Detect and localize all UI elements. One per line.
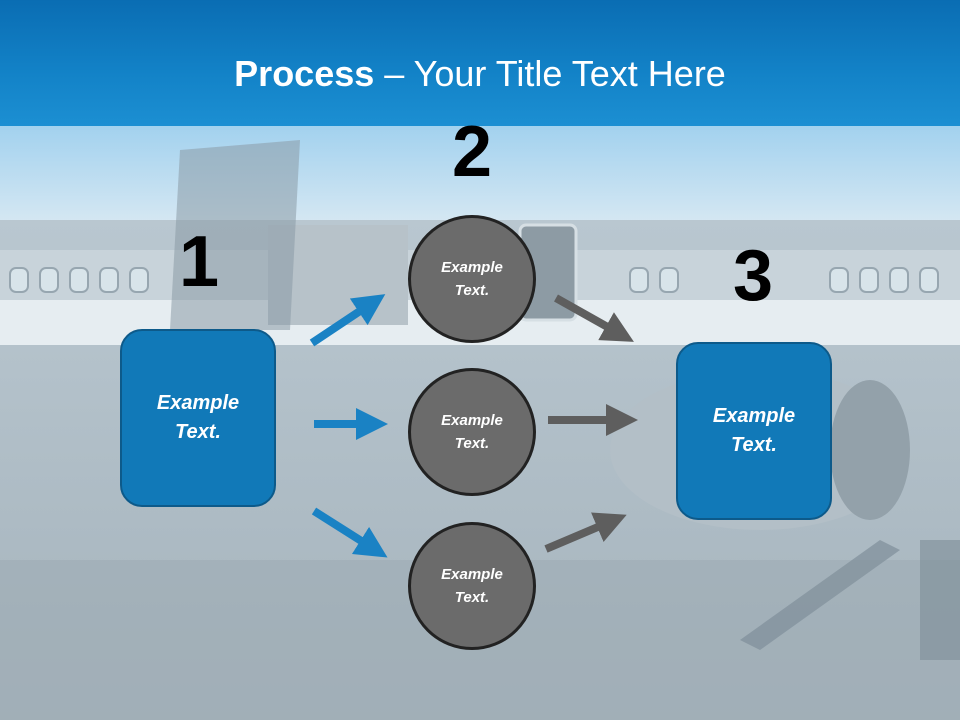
arrow-blue-up — [309, 294, 386, 347]
title-band — [0, 0, 960, 126]
step-1-box: Example Text. — [120, 329, 276, 507]
arrow-blue-down — [311, 507, 388, 558]
slide-title: Process – Your Title Text Here — [0, 52, 960, 96]
step-2-circle-middle: Example Text. — [408, 368, 536, 496]
circle-bottom-label: Example Text. — [441, 566, 503, 606]
step-3-label: Example Text. — [712, 405, 796, 456]
step-2-circle-top: Example Text. — [408, 215, 536, 343]
arrow-gray-up — [544, 512, 627, 553]
step-number-3: 3 — [732, 236, 774, 316]
step-1-label: Example Text. — [156, 392, 240, 443]
title-rest: – Your Title Text Here — [374, 53, 726, 94]
circle-middle-label: Example Text. — [441, 412, 503, 452]
title-bold: Process — [234, 53, 375, 94]
circle-top-label: Example Text. — [441, 259, 503, 299]
step-3-box: Example Text. — [676, 342, 832, 520]
arrow-gray-down — [554, 294, 634, 342]
step-2-circle-bottom: Example Text. — [408, 522, 536, 650]
step-number-2: 2 — [451, 112, 493, 192]
step-number-1: 1 — [178, 222, 220, 302]
